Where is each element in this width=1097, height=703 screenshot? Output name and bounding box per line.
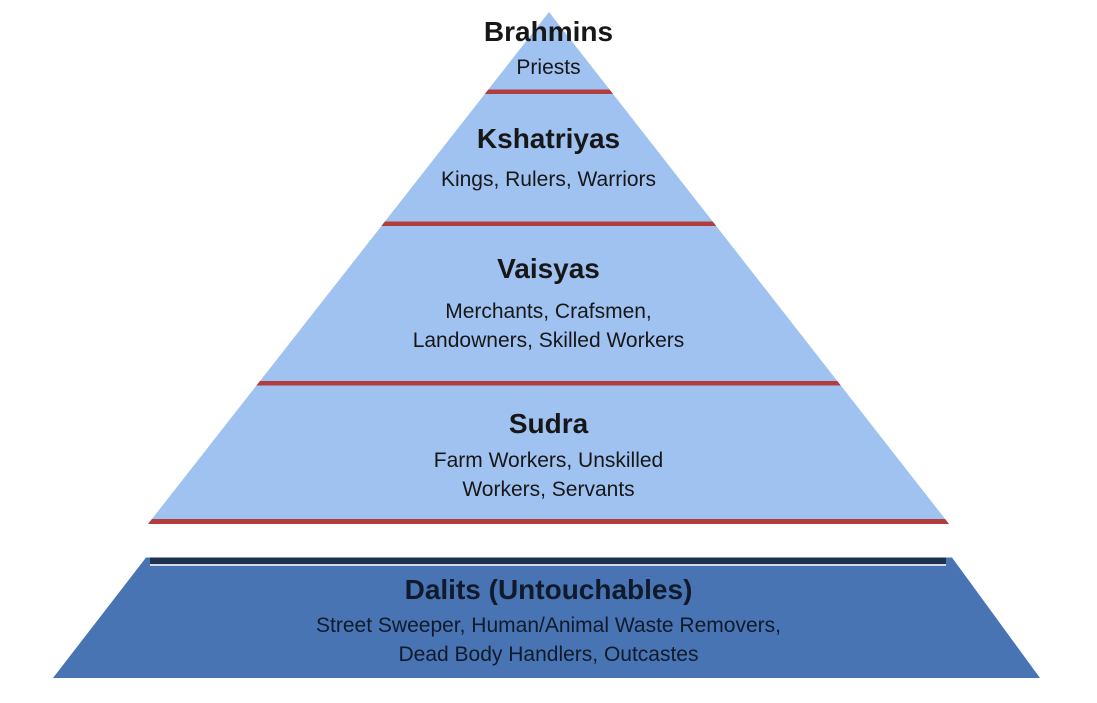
level-dalits-description-line1: Street Sweeper, Human/Animal Waste Remov…	[316, 614, 781, 637]
pyramid-shape	[148, 12, 949, 524]
level-vaisyas-description: Merchants, Crafsmen, Landowners, Skilled…	[0, 297, 1097, 355]
level-sudra-description-line2: Workers, Servants	[462, 478, 635, 501]
divider-line-vaisyas-sudra	[148, 381, 949, 386]
dalits-top-stripe	[150, 557, 946, 564]
level-dalits-description-line2: Dead Body Handlers, Outcastes	[398, 643, 699, 666]
level-dalits-description: Street Sweeper, Human/Animal Waste Remov…	[0, 611, 1097, 669]
dalits-shape	[53, 557, 1040, 678]
divider-line-brahmins-kshatriyas	[148, 89, 949, 94]
level-sudra-description: Farm Workers, Unskilled Workers, Servant…	[0, 446, 1097, 504]
level-sudra-description-line1: Farm Workers, Unskilled	[433, 449, 664, 472]
level-brahmins-title: Brahmins	[483, 16, 614, 47]
level-sudra-title: Sudra	[508, 408, 589, 439]
divider-line-kshatriyas-vaisyas	[148, 221, 949, 226]
level-dalits-title: Dalits (Untouchables)	[404, 574, 693, 605]
level-kshatriyas-description: Kings, Rulers, Warriors	[440, 168, 657, 191]
pyramid-base-line	[148, 519, 949, 524]
dalits-stripe-highlight	[150, 564, 946, 566]
level-vaisyas-title: Vaisyas	[497, 253, 600, 284]
level-vaisyas-description-line2: Landowners, Skilled Workers	[412, 329, 685, 352]
level-vaisyas-description-line1: Merchants, Crafsmen,	[445, 300, 652, 323]
level-brahmins-description: Priests	[516, 56, 581, 79]
level-kshatriyas-title: Kshatriyas	[476, 123, 621, 154]
